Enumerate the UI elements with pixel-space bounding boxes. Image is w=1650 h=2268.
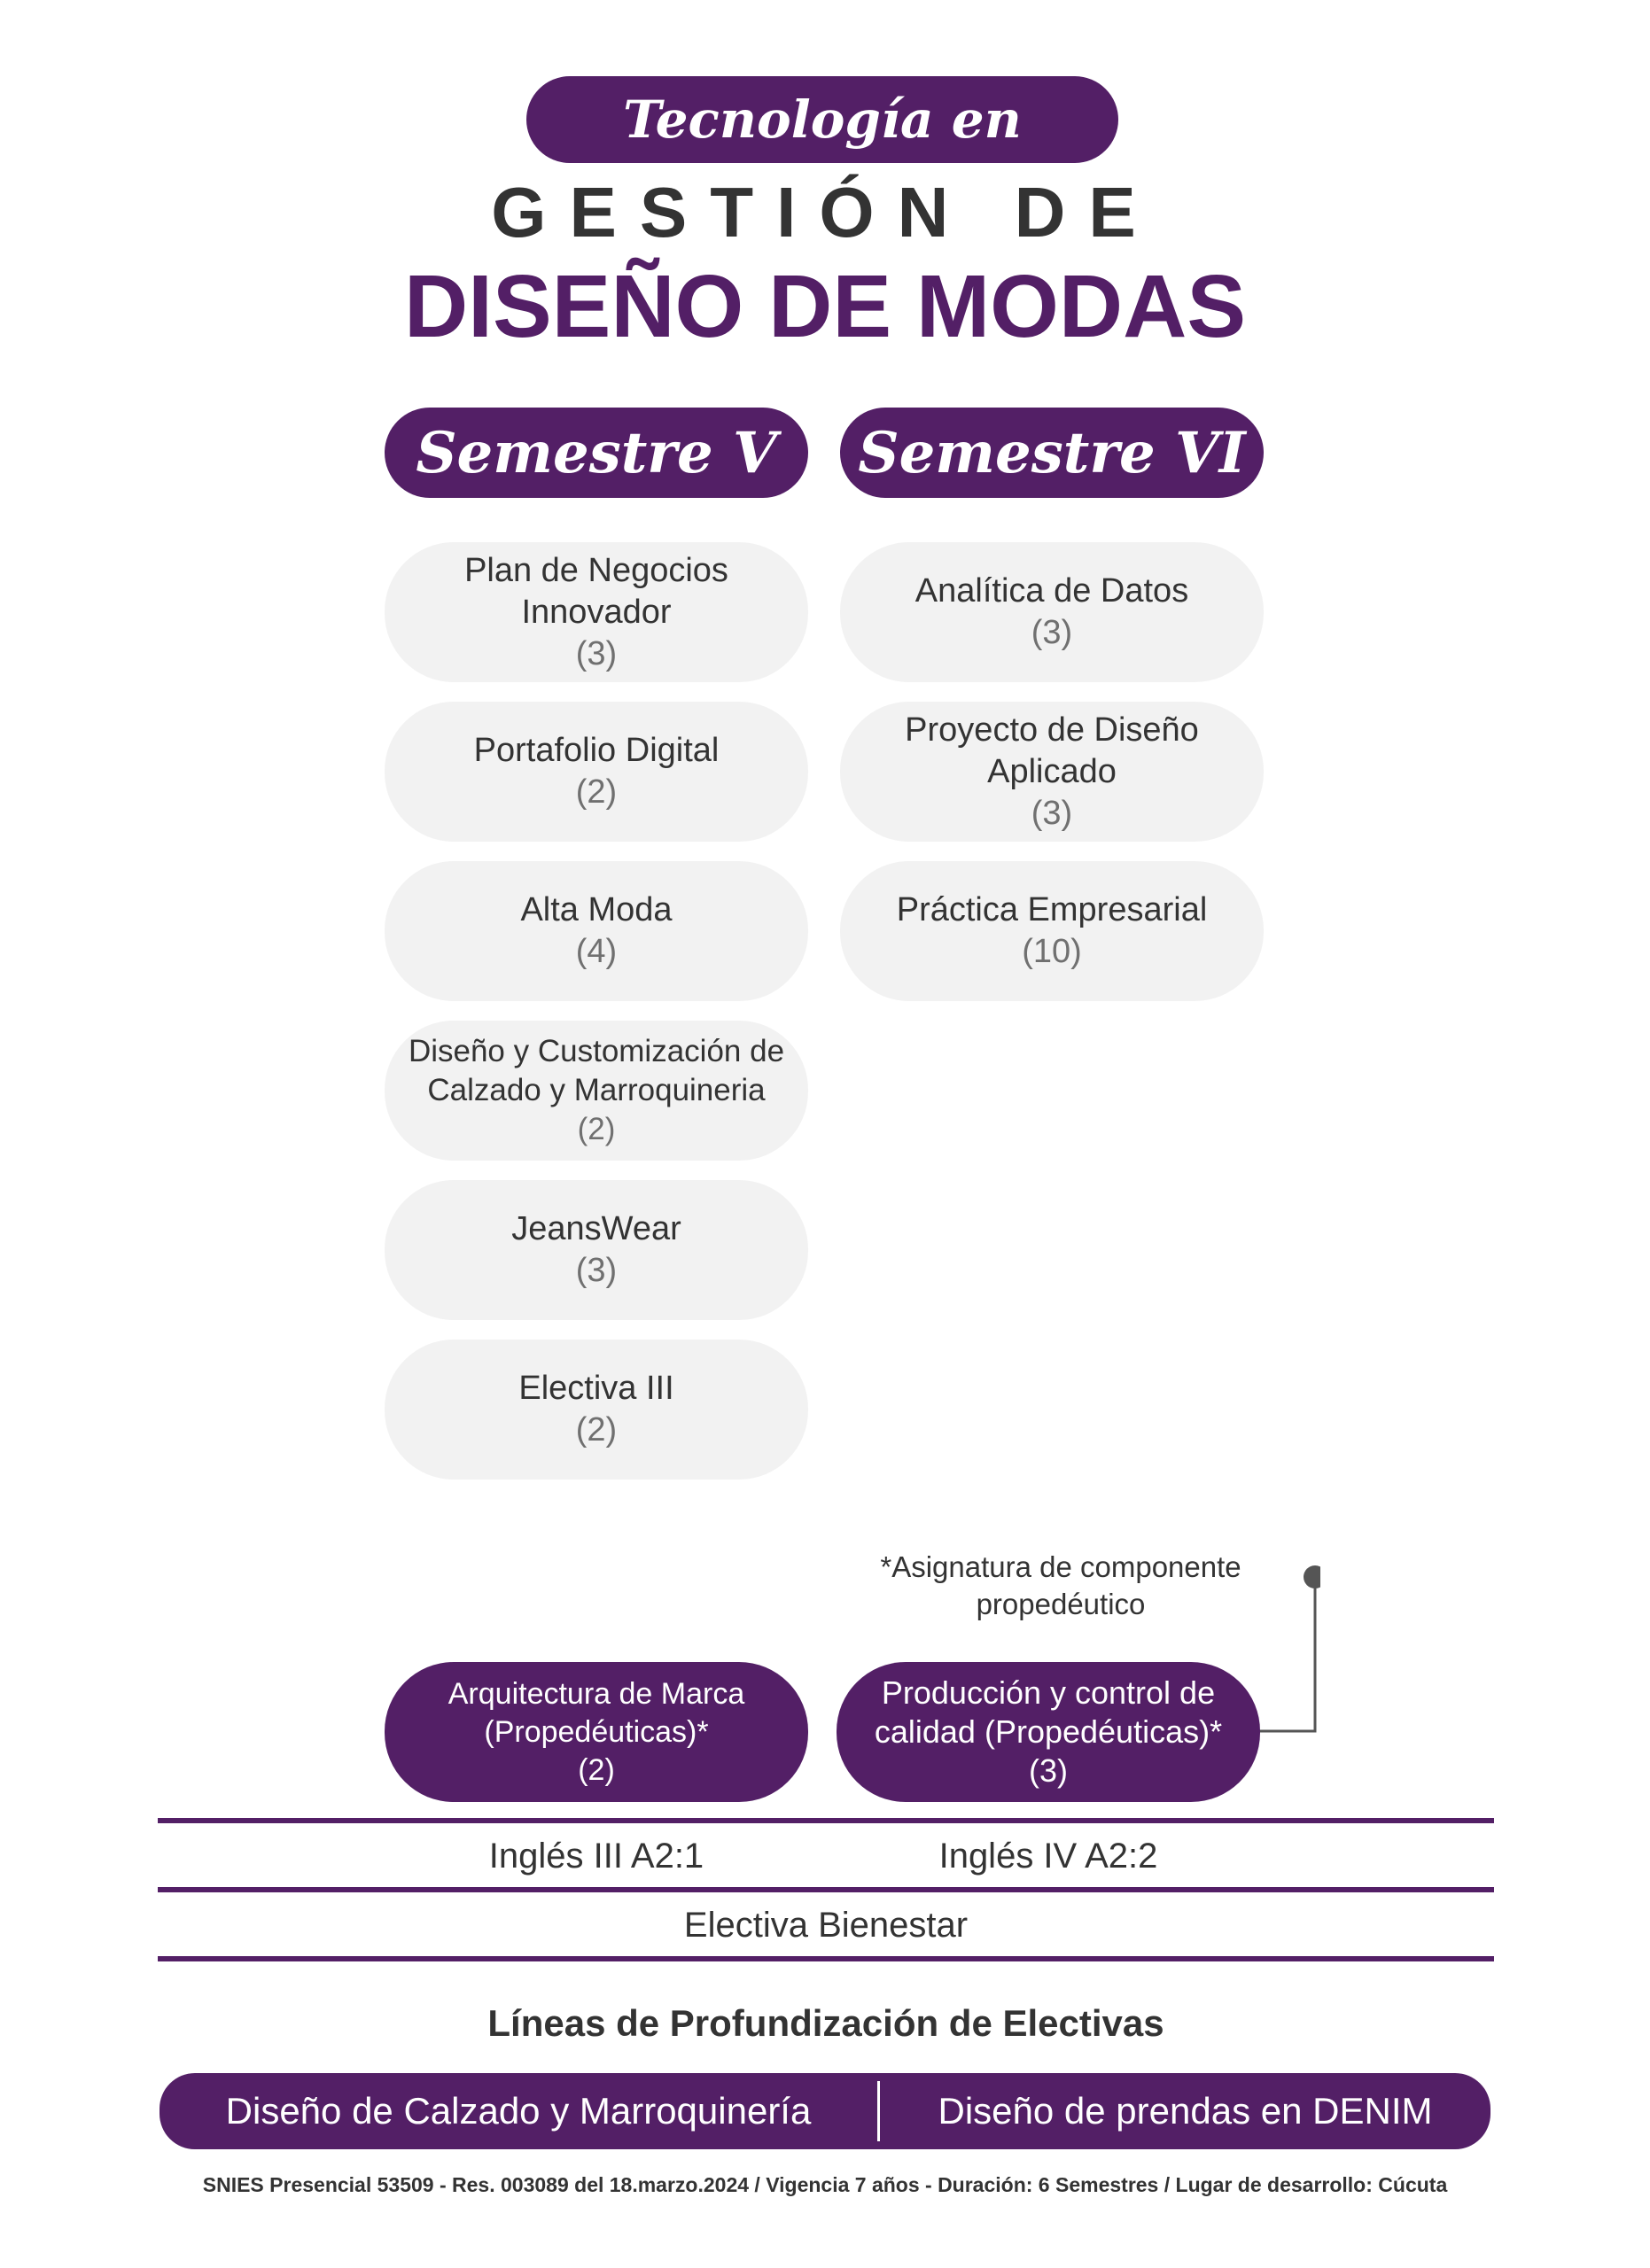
course-name: Plan de Negocios Innovador xyxy=(464,551,728,631)
course-card: Práctica Empresarial (10) xyxy=(840,861,1264,1001)
course-name: Práctica Empresarial xyxy=(896,891,1208,928)
propedeutic-course: Arquitectura de Marca (Propedéuticas)* (… xyxy=(385,1662,808,1802)
course-card: Portafolio Digital (2) xyxy=(385,702,808,842)
course-credits: (3) xyxy=(575,1252,618,1289)
semester-v-label: Semestre V xyxy=(416,419,777,486)
program-type-banner: Tecnología en xyxy=(526,76,1118,163)
elective-line-separator xyxy=(877,2081,880,2141)
course-name: Diseño y Customización de Calzado y Marr… xyxy=(408,1034,785,1107)
course-credits: (3) xyxy=(1029,1752,1068,1789)
program-title-line2: DISEÑO DE MODAS xyxy=(403,257,1247,356)
connector-dot xyxy=(1304,1565,1320,1588)
course-credits: (2) xyxy=(575,1411,618,1449)
semester-vi-label: Semestre VI xyxy=(858,419,1246,486)
course-card: Proyecto de Diseño Aplicado (3) xyxy=(840,702,1264,842)
course-credits: (2) xyxy=(577,1112,616,1146)
elective-line-item: Diseño de Calzado y Marroquinería xyxy=(225,2090,812,2132)
divider xyxy=(158,1887,1494,1892)
semester-vi-header: Semestre VI xyxy=(840,408,1264,498)
course-credits: (3) xyxy=(1031,794,1073,832)
connector-line xyxy=(1249,1577,1317,1733)
course-name: Proyecto de Diseño Aplicado xyxy=(905,711,1199,790)
footer-info: SNIES Presencial 53509 - Res. 003089 del… xyxy=(202,2173,1448,2196)
course-card: Electiva III (2) xyxy=(385,1340,808,1480)
course-card: Diseño y Customización de Calzado y Marr… xyxy=(385,1021,808,1161)
divider xyxy=(158,1956,1494,1961)
course-credits: (3) xyxy=(1031,614,1073,651)
divider xyxy=(158,1818,1494,1823)
elective-lines-bar: Diseño de Calzado y Marroquinería Diseño… xyxy=(160,2073,1490,2149)
course-name: Portafolio Digital xyxy=(473,732,720,769)
propedeutic-note: *Asignatura de componente propedéutico xyxy=(880,1550,1241,1620)
elective-line-item: Diseño de prendas en DENIM xyxy=(938,2090,1433,2132)
course-name: Producción y control de calidad (Propedé… xyxy=(874,1674,1223,1750)
program-type-label: Tecnología en xyxy=(623,89,1022,150)
course-name: Arquitectura de Marca (Propedéuticas)* xyxy=(448,1676,745,1749)
program-title-line1: GESTIÓN DE xyxy=(491,173,1159,252)
wellbeing-elective: Electiva Bienestar xyxy=(683,1906,969,1945)
course-card: Analítica de Datos (3) xyxy=(840,542,1264,682)
course-credits: (2) xyxy=(575,773,618,811)
english-level-vi: Inglés IV A2:2 xyxy=(938,1837,1158,1876)
elective-lines-title: Líneas de Profundización de Electivas xyxy=(487,2002,1164,2044)
course-credits: (4) xyxy=(575,933,618,970)
course-credits: (2) xyxy=(578,1752,615,1787)
course-name: Alta Moda xyxy=(520,891,673,928)
note-connector xyxy=(1249,1565,1320,1733)
course-card: JeansWear (3) xyxy=(385,1180,808,1320)
course-card: Plan de Negocios Innovador (3) xyxy=(385,542,808,682)
english-level-v: Inglés III A2:1 xyxy=(488,1837,704,1876)
semester-v-header: Semestre V xyxy=(385,408,808,498)
course-credits: (3) xyxy=(575,634,618,672)
course-credits: (10) xyxy=(1022,933,1082,970)
course-name: JeansWear xyxy=(511,1210,681,1247)
course-name: Electiva III xyxy=(518,1370,674,1407)
propedeutic-course: Producción y control de calidad (Propedé… xyxy=(837,1662,1260,1802)
course-card: Alta Moda (4) xyxy=(385,861,808,1001)
course-name: Analítica de Datos xyxy=(915,572,1189,610)
